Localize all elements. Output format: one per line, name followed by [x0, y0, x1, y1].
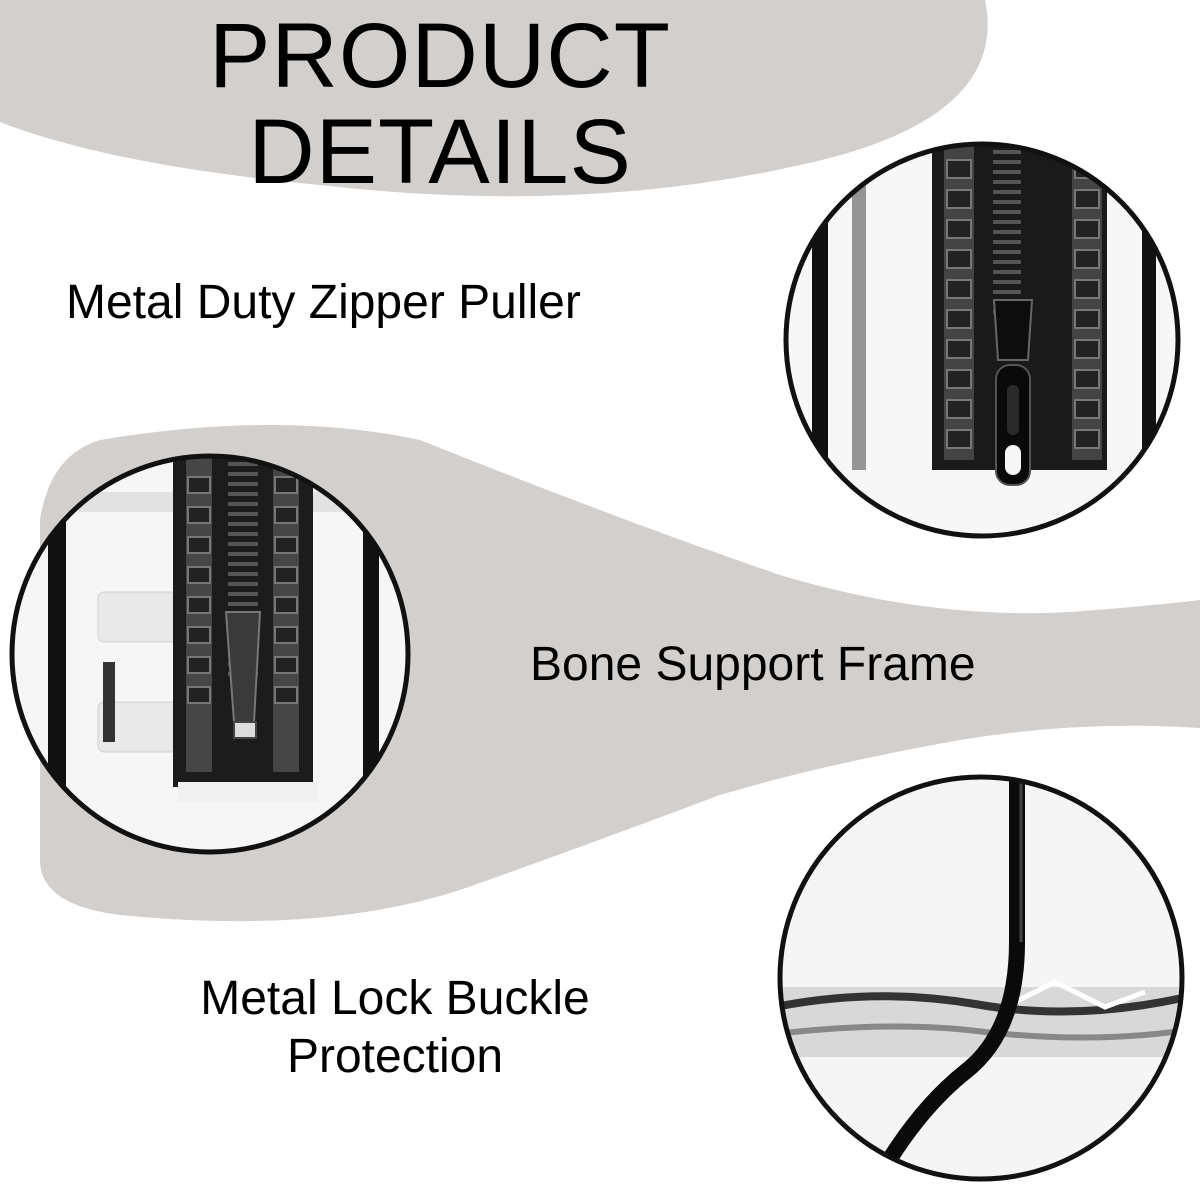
piping-edge-closeup-icon — [777, 774, 1185, 1182]
title-line-product: PRODUCT — [209, 5, 671, 107]
page-title: PRODUCT DETAILS — [70, 8, 810, 200]
header-band — [0, 0, 988, 197]
feature-label-buckle: Metal Lock Buckle Protection — [60, 970, 730, 1086]
feature-label-zipper: Metal Duty Zipper Puller — [66, 276, 581, 329]
feature-label-buckle-line2: Protection — [286, 1030, 504, 1083]
title-line-details: DETAILS — [248, 101, 632, 203]
zipper-puller-closeup-icon — [783, 141, 1181, 539]
feature-label-frame: Bone Support Frame — [530, 638, 976, 691]
feature-label-buckle-line1: Metal Lock Buckle — [200, 972, 590, 1025]
support-frame-closeup-icon — [9, 453, 411, 855]
